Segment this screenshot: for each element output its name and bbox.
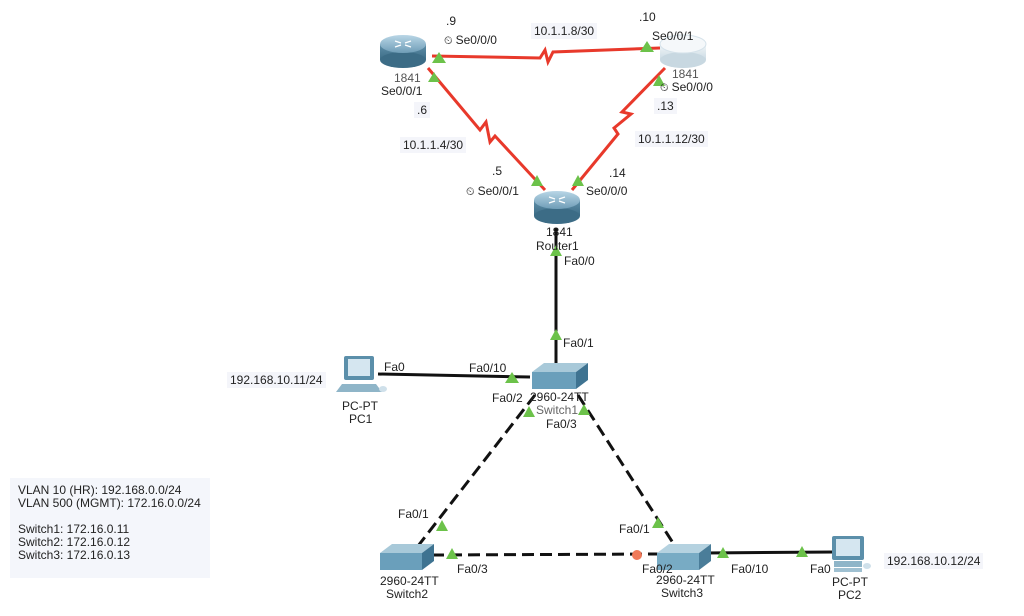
- link-up-icon: [505, 372, 519, 383]
- router1-port-fa00: Fa0/0: [564, 254, 595, 268]
- switch2-name: Switch2: [386, 587, 429, 601]
- switch3-icon[interactable]: [657, 544, 711, 570]
- link-status-indicators: [428, 41, 808, 559]
- router1-name: Router1: [536, 239, 579, 253]
- link-right-top-port: ⏲Se0/0/0: [660, 80, 713, 94]
- pc1-name: PC1: [349, 412, 373, 426]
- serial-link-left[interactable]: [426, 67, 547, 192]
- note-line: Switch1: 172.16.0.11: [18, 522, 130, 536]
- serial-link-right[interactable]: [570, 66, 667, 191]
- switch3-port-fa02: Fa0/2: [642, 562, 673, 576]
- link-right-bottom-port: Se0/0/0: [586, 184, 628, 198]
- link-top-left-host: .9: [446, 14, 457, 28]
- clock-icon: ⏲: [466, 186, 475, 198]
- pc2-name: PC2: [838, 588, 862, 602]
- link-up-icon: [653, 75, 665, 86]
- router-right-model: 1841: [672, 67, 699, 81]
- router-right-icon[interactable]: [659, 34, 707, 68]
- clock-icon: ⏲: [660, 82, 669, 94]
- link-top-right-host: .10: [639, 10, 656, 24]
- switch3-name: Switch3: [661, 586, 704, 600]
- link-left-bottom-host: .5: [492, 164, 503, 178]
- router1-model: 1841: [546, 225, 573, 239]
- switch3-port-fa01: Fa0/1: [619, 522, 650, 536]
- switch2-port-fa03: Fa0/3: [457, 562, 488, 576]
- vlan-note: VLAN 10 (HR): 192.168.0.0/24 VLAN 500 (M…: [10, 478, 210, 578]
- switch1-port-fa02: Fa0/2: [492, 391, 523, 405]
- link-up-icon: [652, 517, 664, 528]
- link-left-network: 10.1.1.4/30: [400, 137, 467, 153]
- note-line: Switch3: 172.16.0.13: [18, 548, 131, 562]
- link-top-network: 10.1.1.8/30: [531, 23, 598, 39]
- link-up-icon: [432, 52, 446, 63]
- link-switch1-switch2[interactable]: [416, 394, 537, 547]
- pc2-port-fa0: Fa0: [810, 562, 831, 576]
- router-left-icon[interactable]: [380, 35, 426, 68]
- link-up-icon: [446, 548, 458, 559]
- pc2-model: PC-PT: [832, 575, 868, 589]
- switch1-port-fa010: Fa0/10: [469, 361, 507, 375]
- switch1-icon[interactable]: [532, 363, 588, 389]
- clock-icon: ⏲: [444, 35, 453, 47]
- link-up-icon: [572, 175, 584, 186]
- pc1-port-fa0: Fa0: [384, 360, 405, 374]
- link-top-right-port: Se0/0/1: [652, 29, 694, 43]
- link-up-icon: [523, 406, 535, 417]
- link-left-top-port: Se0/0/1: [381, 84, 423, 98]
- link-up-icon: [640, 41, 654, 52]
- link-up-icon: [550, 245, 562, 256]
- link-up-icon: [717, 547, 729, 558]
- switch2-model: 2960-24TT: [380, 574, 439, 588]
- pc1-ip: 192.168.10.11/24: [227, 372, 326, 388]
- serial-link-top[interactable]: [431, 46, 661, 67]
- switch1-name: Switch1: [536, 403, 579, 417]
- link-pc1-switch1[interactable]: [377, 372, 531, 379]
- pc1-model: PC-PT: [342, 399, 378, 413]
- link-right-top-host: .13: [654, 98, 677, 114]
- link-up-icon: [578, 404, 590, 415]
- switch2-port-fa01: Fa0/1: [398, 507, 429, 521]
- router1-icon[interactable]: [534, 191, 580, 224]
- link-up-icon: [428, 72, 440, 82]
- switch3-model: 2960-24TT: [656, 573, 715, 587]
- note-line: VLAN 10 (HR): 192.168.0.0/24: [18, 483, 182, 497]
- pc1-icon[interactable]: [336, 356, 387, 392]
- pc2-icon[interactable]: [832, 536, 871, 572]
- link-up-icon: [550, 329, 562, 340]
- link-left-bottom-port: ⏲Se0/0/1: [466, 184, 519, 198]
- link-right-bottom-host: .14: [609, 166, 626, 180]
- pc2-ip: 192.168.10.12/24: [884, 553, 984, 569]
- link-right-network: 10.1.1.12/30: [635, 131, 708, 147]
- switch3-port-fa010: Fa0/10: [731, 562, 769, 576]
- link-up-icon: [531, 175, 543, 186]
- link-switch2-switch3[interactable]: [431, 552, 661, 557]
- link-switch3-pc2[interactable]: [704, 550, 836, 555]
- router-left-model: 1841: [394, 71, 421, 85]
- note-line: VLAN 500 (MGMT): 172.16.0.0/24: [18, 496, 201, 510]
- switch1-model: 2960-24TT: [530, 390, 589, 404]
- link-up-icon: [436, 520, 448, 531]
- note-line: Switch2: 172.16.0.12: [18, 535, 131, 549]
- link-left-top-host: .6: [414, 102, 431, 118]
- switch1-port-fa01: Fa0/1: [563, 336, 594, 350]
- link-blocked-icon: [632, 550, 642, 560]
- switch1-port-fa03: Fa0/3: [546, 417, 577, 431]
- switch2-icon[interactable]: [380, 544, 434, 570]
- link-top-left-port: ⏲Se0/0/0: [444, 33, 497, 47]
- link-up-icon: [796, 546, 808, 557]
